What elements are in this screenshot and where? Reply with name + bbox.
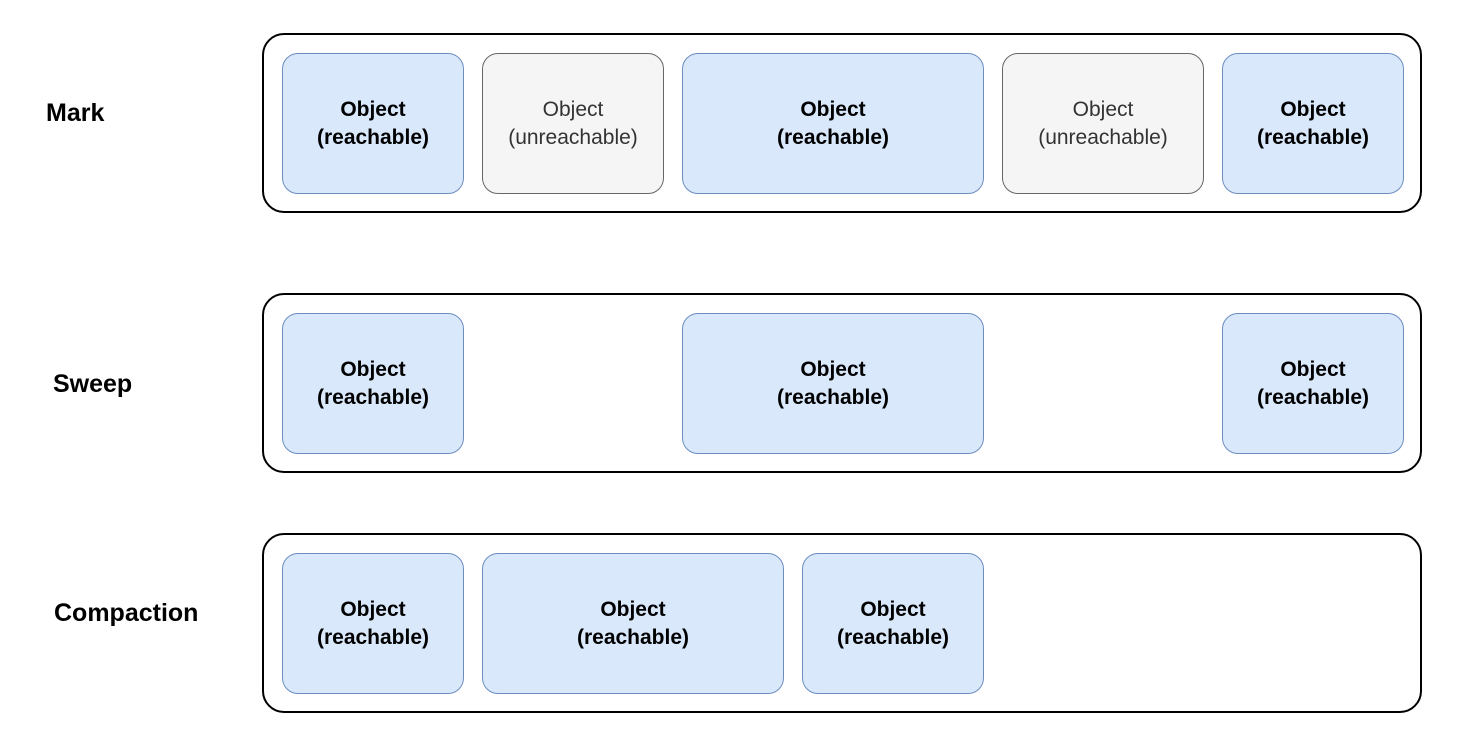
- object-block: Object (reachable): [1222, 313, 1404, 454]
- object-title: Object: [1280, 357, 1346, 381]
- heap-mark: Object (reachable) Object (unreachable) …: [262, 33, 1422, 213]
- object-title: Object: [1072, 97, 1134, 121]
- object-title: Object: [542, 97, 604, 121]
- phase-label-mark: Mark: [46, 99, 105, 127]
- heap-sweep: Object (reachable) Object (reachable) Ob…: [262, 293, 1422, 473]
- object-block: Object (reachable): [282, 53, 464, 194]
- object-status: (reachable): [316, 125, 430, 149]
- object-status: (reachable): [316, 625, 430, 649]
- object-status: (unreachable): [508, 125, 638, 149]
- object-title: Object: [340, 357, 406, 381]
- object-title: Object: [340, 97, 406, 121]
- object-block: Object (reachable): [282, 553, 464, 694]
- object-status: (reachable): [776, 125, 890, 149]
- object-status: (reachable): [316, 385, 430, 409]
- object-block: Object (reachable): [682, 53, 984, 194]
- object-title: Object: [600, 597, 666, 621]
- object-block: Object (reachable): [682, 313, 984, 454]
- object-status: (unreachable): [1038, 125, 1168, 149]
- heap-compaction: Object (reachable) Object (reachable) Ob…: [262, 533, 1422, 713]
- object-status: (reachable): [1256, 125, 1370, 149]
- phase-label-sweep: Sweep: [53, 370, 133, 398]
- object-title: Object: [800, 97, 866, 121]
- object-title: Object: [1280, 97, 1346, 121]
- object-title: Object: [800, 357, 866, 381]
- object-status: (reachable): [576, 625, 690, 649]
- phase-label-compaction: Compaction: [54, 599, 199, 627]
- object-block: Object (reachable): [282, 313, 464, 454]
- object-status: (reachable): [1256, 385, 1370, 409]
- object-title: Object: [340, 597, 406, 621]
- object-block: Object (reachable): [802, 553, 984, 694]
- object-title: Object: [860, 597, 926, 621]
- object-block: Object (reachable): [482, 553, 784, 694]
- object-status: (reachable): [776, 385, 890, 409]
- object-status: (reachable): [836, 625, 950, 649]
- object-block: Object (unreachable): [1002, 53, 1204, 194]
- object-block: Object (reachable): [1222, 53, 1404, 194]
- object-block: Object (unreachable): [482, 53, 664, 194]
